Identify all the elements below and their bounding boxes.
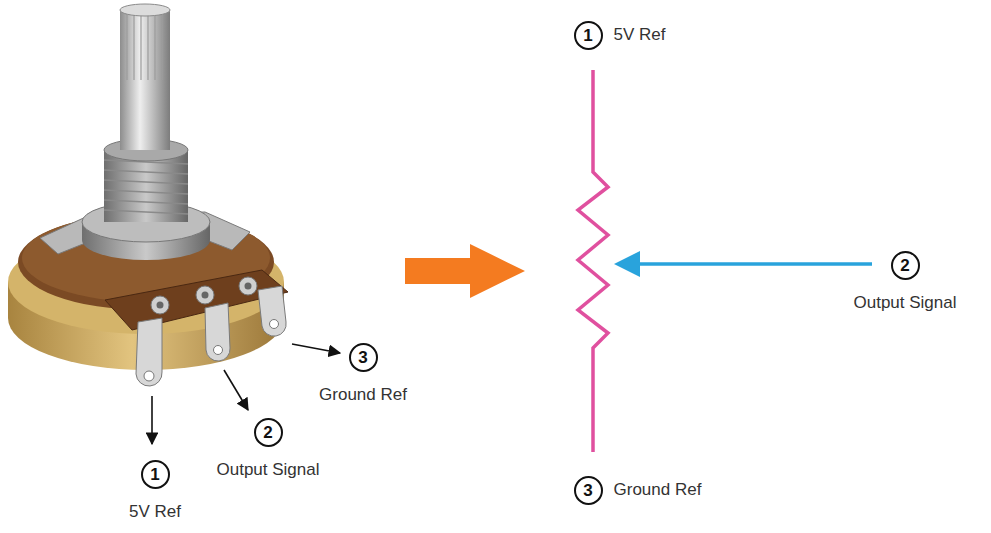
callout-number: 2 [254,418,283,447]
pin-callout: 3 Ground Ref [574,476,704,505]
callout-number: 3 [349,343,378,372]
potentiometer-photo [8,4,288,386]
pin-label: 5V Ref [127,502,183,522]
callout-number: 3 [574,476,603,505]
leader-arrow [292,344,340,353]
pin-callout: 3Ground Ref [317,343,409,405]
callout-number: 1 [574,21,603,50]
conversion-arrow [405,244,525,298]
pin-callout: 2Output Signal [215,418,322,480]
leader-arrows [152,344,340,444]
callout-number: 2 [891,251,920,280]
pin-label: Output Signal [852,293,959,313]
pin-callout: 1 5V Ref [127,460,183,522]
pin-label: 5V Ref [612,25,668,45]
leader-arrow [151,396,153,444]
resistor-symbol [578,70,608,452]
pin-callout: 2Output Signal [852,251,959,313]
callout-number: 1 [141,460,170,489]
wiper-arrow [614,251,872,277]
pin-label: Ground Ref [317,385,409,405]
pin-label: Output Signal [215,460,322,480]
leader-arrow [224,370,248,410]
pin-callout: 1 5V Ref [574,21,668,50]
pin-label: Ground Ref [612,480,704,500]
